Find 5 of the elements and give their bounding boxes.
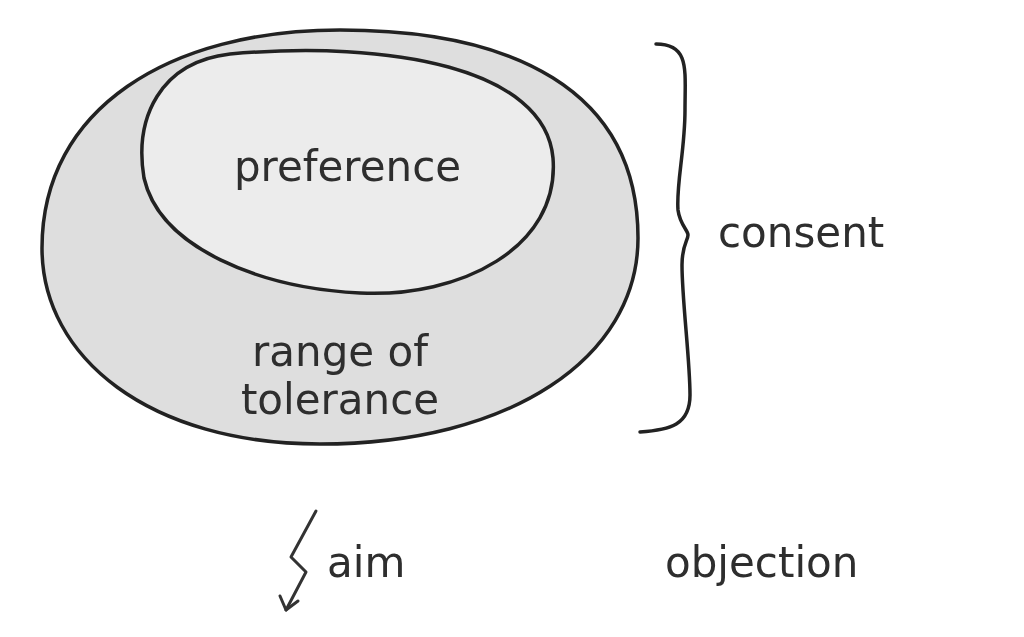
text-label: objection [665, 538, 859, 587]
text-label: consent [718, 208, 885, 257]
region-label: range of tolerance [239, 328, 441, 425]
region-label: preference [232, 143, 463, 192]
text-label: aim [327, 538, 406, 587]
